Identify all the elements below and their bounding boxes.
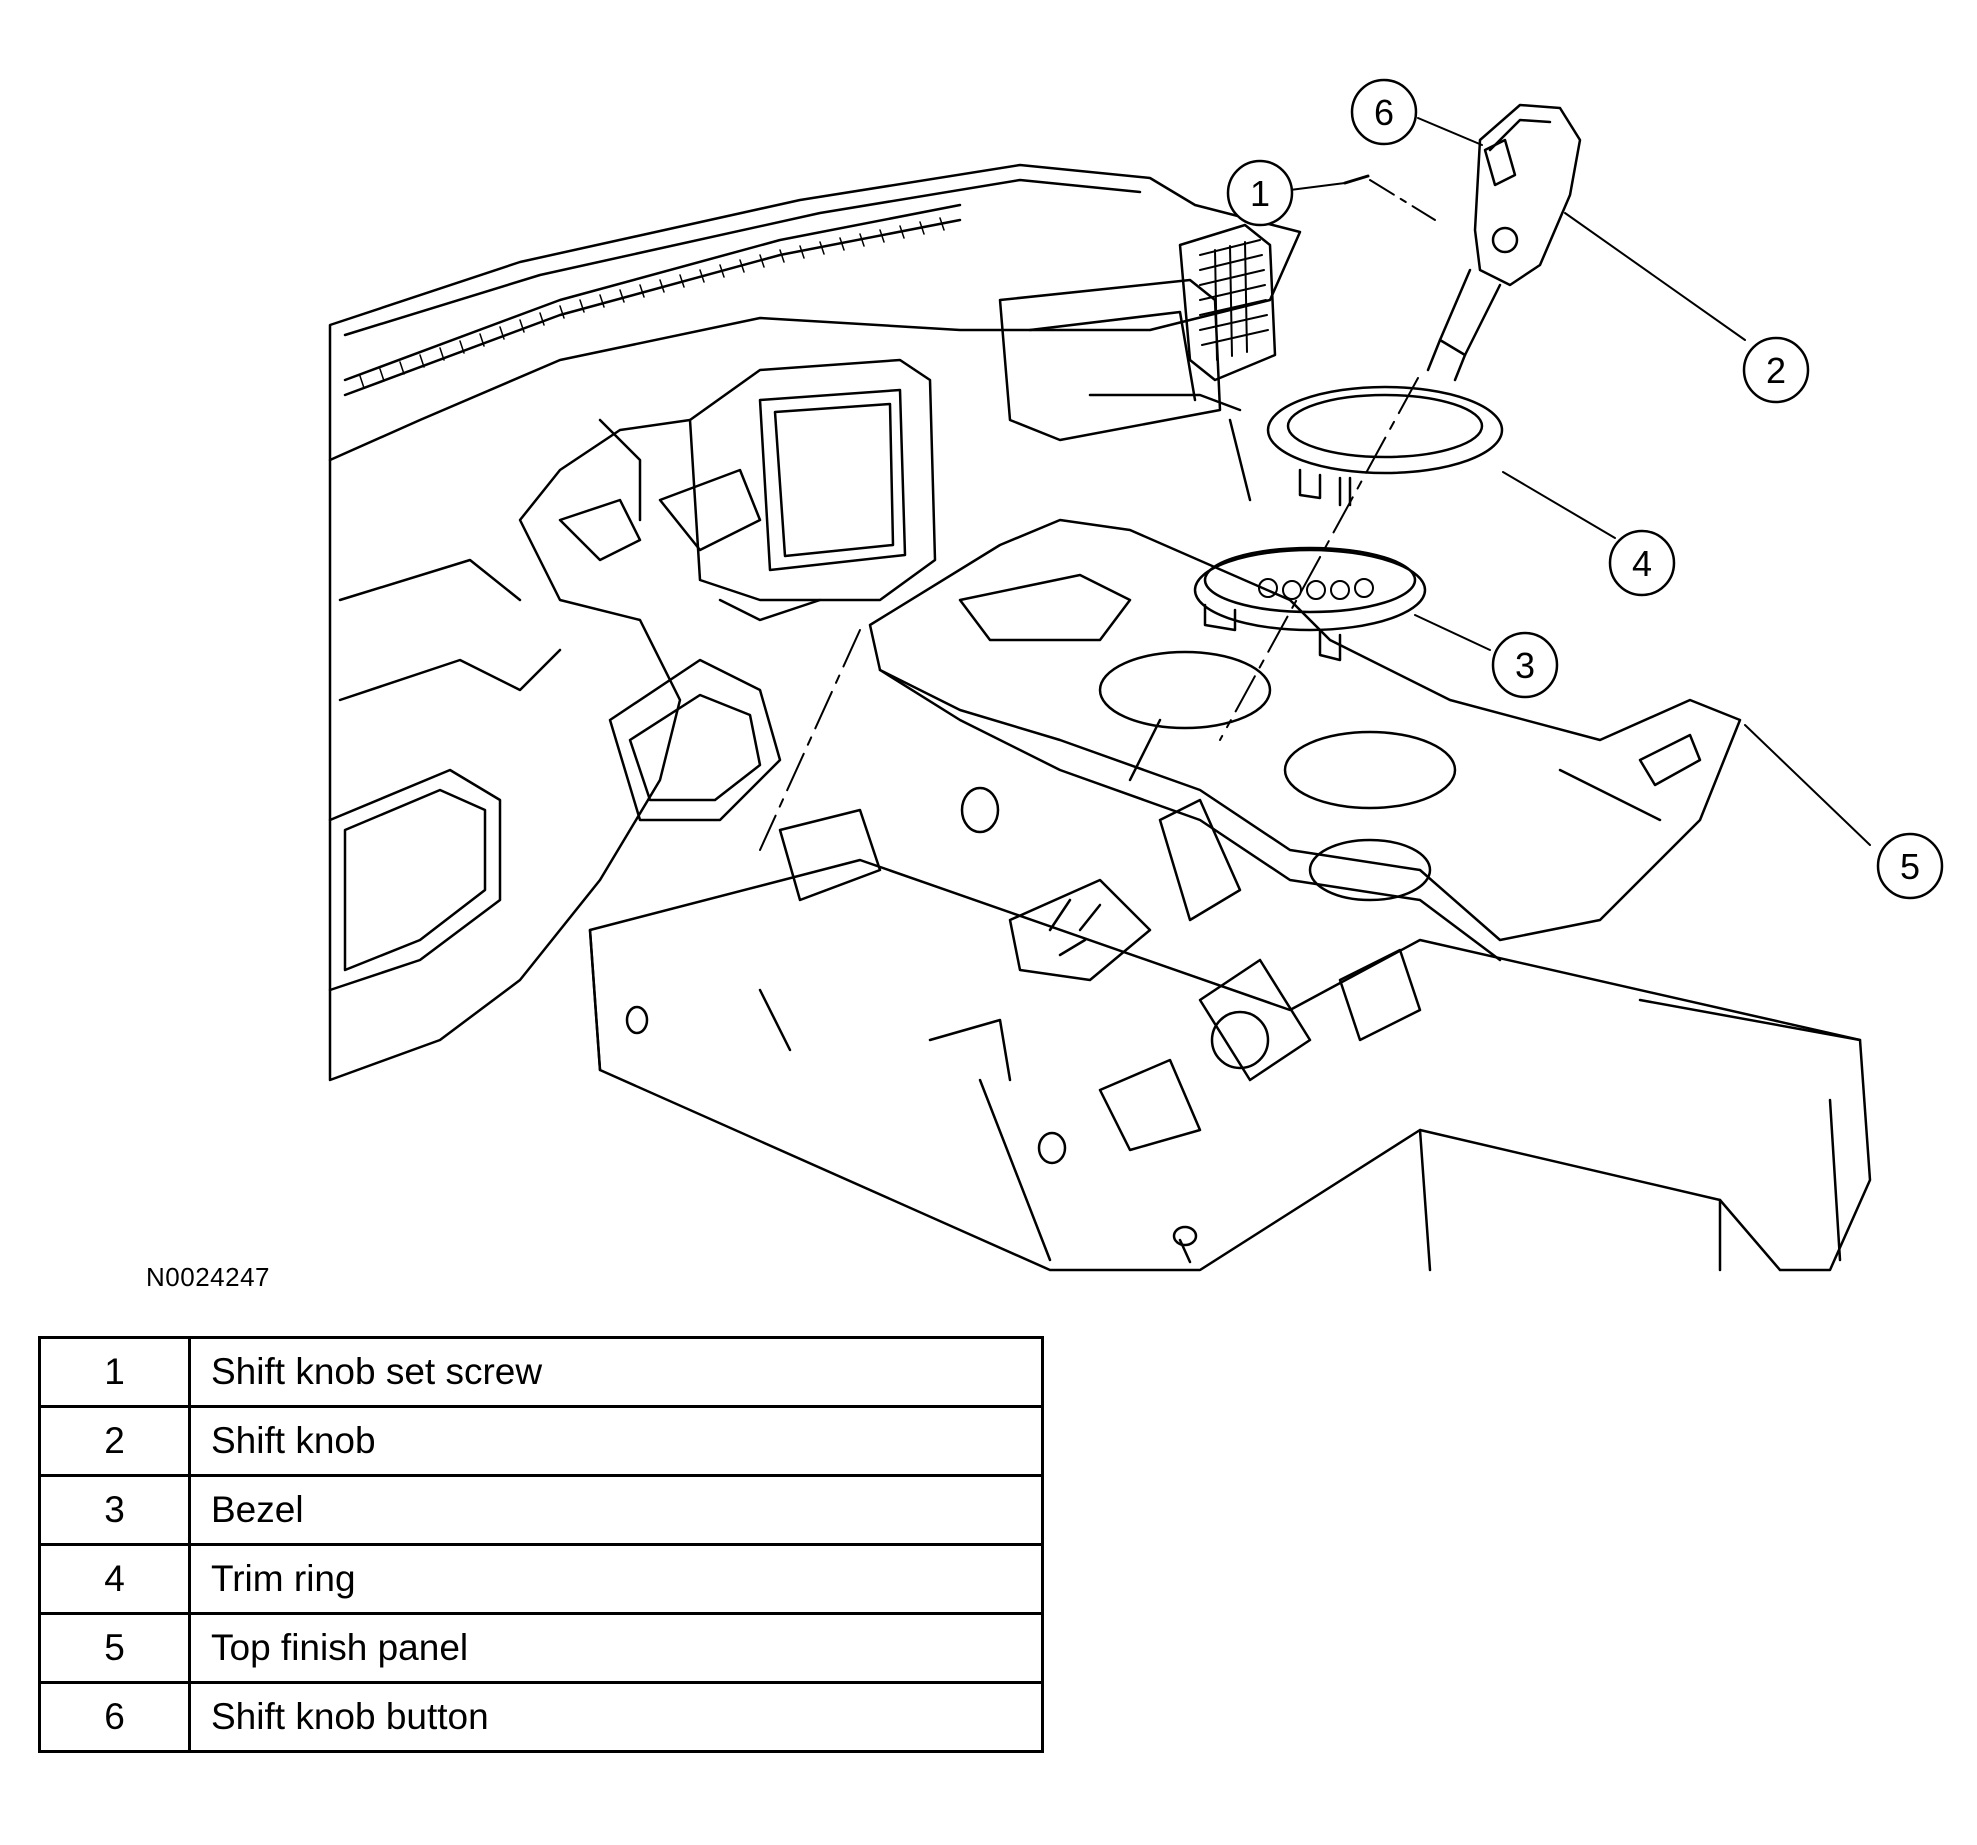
part-description: Shift knob <box>188 1405 1044 1477</box>
callout-number: 5 <box>38 1612 191 1684</box>
callout-2-label: 2 <box>1766 350 1786 391</box>
table-row: 3 Bezel <box>38 1474 1044 1546</box>
leader-lines <box>1289 117 1871 846</box>
callout-6-label: 6 <box>1374 92 1394 133</box>
table-row: 1 Shift knob set screw <box>38 1336 1044 1408</box>
callout-number: 2 <box>38 1405 191 1477</box>
part-description: Shift knob set screw <box>188 1336 1044 1408</box>
table-row: 2 Shift knob <box>38 1405 1044 1477</box>
callout-4: 4 <box>1608 529 1676 597</box>
table-row: 5 Top finish panel <box>38 1612 1044 1684</box>
callout-4-label: 4 <box>1632 543 1652 584</box>
part-description: Top finish panel <box>188 1612 1044 1684</box>
bezel-drawing <box>1193 546 1427 662</box>
shift-knob-button-drawing <box>1483 138 1517 187</box>
instrument-panel-drawing <box>328 163 1302 1082</box>
callout-number: 6 <box>38 1681 191 1753</box>
callout-5-label: 5 <box>1900 846 1920 887</box>
callout-3-label: 3 <box>1515 645 1535 686</box>
alignment-lines <box>759 174 1436 851</box>
callout-number: 4 <box>38 1543 191 1615</box>
trim-ring-drawing <box>1266 385 1504 507</box>
shift-knob-drawing <box>1426 103 1582 382</box>
callout-2: 2 <box>1742 336 1810 404</box>
exploded-view-illustration: 1 2 3 4 5 6 <box>328 78 1944 1272</box>
part-description: Trim ring <box>188 1543 1044 1615</box>
figure-id: N0024247 <box>146 1262 270 1292</box>
callout-number: 1 <box>38 1336 191 1408</box>
callout-number: 3 <box>38 1474 191 1546</box>
table-row: 6 Shift knob button <box>38 1681 1044 1753</box>
table-row: 4 Trim ring <box>38 1543 1044 1615</box>
part-description: Shift knob button <box>188 1681 1044 1753</box>
callout-1: 1 <box>1226 159 1294 227</box>
callout-6: 6 <box>1350 78 1418 146</box>
part-description: Bezel <box>188 1474 1044 1546</box>
callout-3: 3 <box>1491 631 1559 699</box>
parts-legend-table: 1 Shift knob set screw 2 Shift knob 3 Be… <box>38 1336 1044 1753</box>
floor-console-drawing <box>588 718 1872 1272</box>
callout-1-label: 1 <box>1250 173 1270 214</box>
top-finish-panel-drawing <box>868 518 1742 962</box>
callout-5: 5 <box>1876 832 1944 900</box>
